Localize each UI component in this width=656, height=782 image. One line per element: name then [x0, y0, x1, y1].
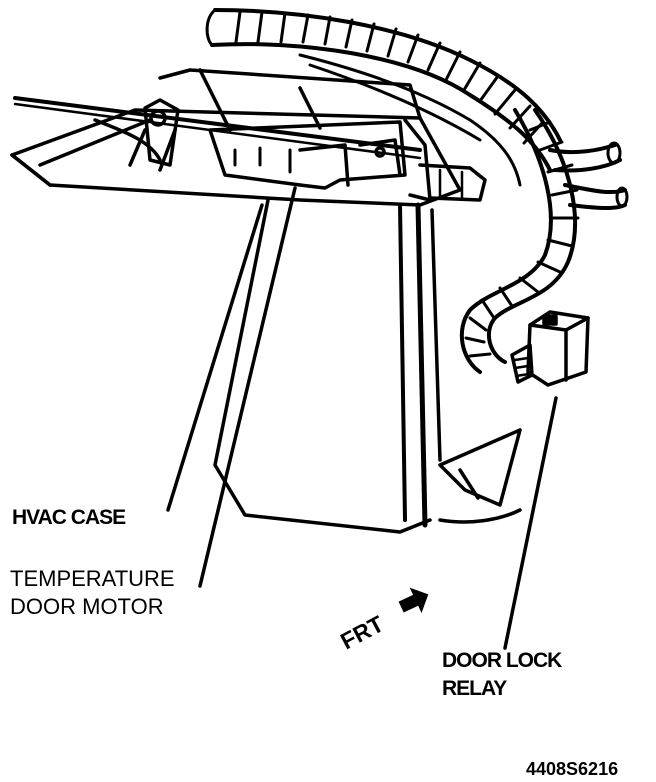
front-arrow-icon — [398, 587, 429, 613]
figure-id-label: 4408S6216 — [526, 759, 618, 779]
hvac-case-label: HVAC CASE — [12, 506, 126, 529]
door-lock-relay-label-line2: RELAY — [442, 677, 507, 700]
leader-temperature-motor — [198, 186, 297, 588]
temperature-motor-label-line2: DOOR MOTOR — [10, 594, 164, 619]
leader-door-lock-relay — [503, 396, 558, 650]
hvac-case-body — [213, 198, 522, 534]
hvac-case-tray — [10, 68, 487, 207]
door-lock-relay-part — [510, 310, 590, 387]
temperature-motor-label-line1: TEMPERATURE — [10, 566, 175, 591]
door-lock-relay-label-line1: DOOR LOCK — [442, 649, 562, 672]
leader-lines — [166, 186, 558, 650]
relay-cable — [459, 108, 580, 374]
wiring-harness — [205, 8, 629, 210]
front-label: FRT — [336, 610, 388, 654]
leader-hvac-case — [166, 203, 264, 512]
